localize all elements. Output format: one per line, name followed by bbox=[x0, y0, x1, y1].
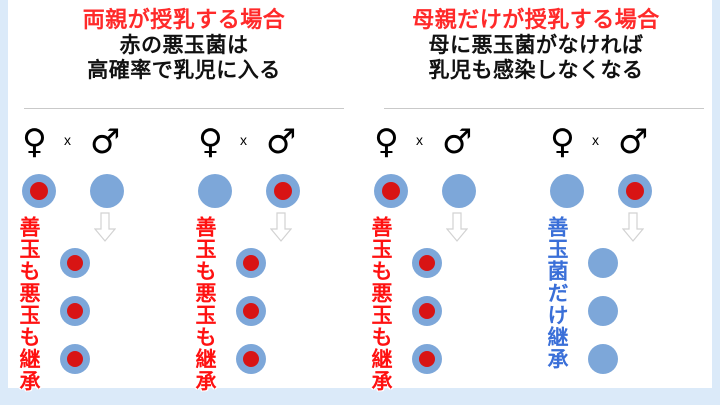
panel-both-parents-nursing: 両親が授乳する場合 赤の悪玉菌は 高確率で乳児に入る ♀ x ♂ bbox=[8, 0, 360, 392]
offspring-bacteria-cell bbox=[588, 248, 618, 278]
cross-column-father-bad-only: ♀ x ♂ bbox=[536, 120, 712, 388]
down-arrow-icon bbox=[270, 212, 292, 242]
cross-column-mother-bad-only: ♀ x ♂ bbox=[360, 120, 536, 392]
mother-bacteria-cell bbox=[198, 174, 232, 208]
down-arrow-icon bbox=[622, 212, 644, 242]
offspring-bacteria-cell bbox=[60, 248, 90, 278]
male-symbol-icon: ♂ bbox=[618, 122, 649, 162]
parent-symbol-row: ♀ x ♂ bbox=[536, 122, 712, 166]
bad-bacteria-nucleus bbox=[243, 303, 259, 319]
offspring-bacteria-cell bbox=[412, 344, 442, 374]
panel-title-sub-line2: 高確率で乳児に入る bbox=[87, 59, 281, 82]
cross-symbol: x bbox=[240, 132, 247, 148]
mother-bacteria-cell bbox=[22, 174, 56, 208]
male-symbol-icon: ♂ bbox=[266, 122, 297, 162]
panel-title-main: 両親が授乳する場合 bbox=[82, 7, 286, 32]
panel-title-sub-line1: 母に悪玉菌がなければ bbox=[428, 34, 644, 57]
offspring-bacteria-cell bbox=[236, 344, 266, 374]
panel-mother-only-nursing: 母親だけが授乳する場合 母に悪玉菌がなければ 乳児も感染しなくなる ♀ x ♂ bbox=[360, 0, 712, 392]
down-arrow-icon bbox=[94, 212, 116, 242]
cross-column-father-bad: ♀ x ♂ bbox=[184, 120, 360, 392]
inheritance-caption: 善玉菌だけ継承 bbox=[545, 216, 569, 370]
female-symbol-icon: ♀ bbox=[374, 122, 399, 162]
cross-symbol: x bbox=[416, 132, 423, 148]
father-bacteria-cell bbox=[442, 174, 476, 208]
inheritance-caption: 善玉も悪玉も継承 bbox=[17, 216, 41, 392]
father-bacteria-cell bbox=[266, 174, 300, 208]
father-bacteria-cell bbox=[618, 174, 652, 208]
bad-bacteria-nucleus bbox=[382, 182, 400, 200]
female-symbol-icon: ♀ bbox=[198, 122, 223, 162]
bad-bacteria-nucleus bbox=[67, 351, 83, 367]
panel-title-block: 両親が授乳する場合 赤の悪玉菌は 高確率で乳児に入る bbox=[8, 6, 360, 83]
mother-bacteria-cell bbox=[550, 174, 584, 208]
panel-title-main: 母親だけが授乳する場合 bbox=[412, 7, 660, 32]
content-card: 両親が授乳する場合 赤の悪玉菌は 高確率で乳児に入る ♀ x ♂ bbox=[8, 0, 712, 392]
parent-symbol-row: ♀ x ♂ bbox=[8, 122, 184, 166]
inheritance-caption: 善玉も悪玉も継承 bbox=[369, 216, 393, 392]
cross-symbol: x bbox=[64, 132, 71, 148]
offspring-bacteria-cell bbox=[236, 296, 266, 326]
father-bacteria-cell bbox=[90, 174, 124, 208]
parent-symbol-row: ♀ x ♂ bbox=[360, 122, 536, 166]
mother-bacteria-cell bbox=[374, 174, 408, 208]
bad-bacteria-nucleus bbox=[419, 255, 435, 271]
panel-title-sub-line1: 赤の悪玉菌は bbox=[119, 34, 249, 57]
cross-symbol: x bbox=[592, 132, 599, 148]
bad-bacteria-nucleus bbox=[30, 182, 48, 200]
title-divider bbox=[24, 108, 344, 109]
offspring-bacteria-cell bbox=[60, 296, 90, 326]
bad-bacteria-nucleus bbox=[67, 255, 83, 271]
bad-bacteria-nucleus bbox=[419, 351, 435, 367]
female-symbol-icon: ♀ bbox=[22, 122, 47, 162]
offspring-bacteria-cell bbox=[60, 344, 90, 374]
female-symbol-icon: ♀ bbox=[550, 122, 575, 162]
offspring-bacteria-cell bbox=[236, 248, 266, 278]
parent-symbol-row: ♀ x ♂ bbox=[184, 122, 360, 166]
bad-bacteria-nucleus bbox=[626, 182, 644, 200]
offspring-bacteria-cell bbox=[588, 344, 618, 374]
bad-bacteria-nucleus bbox=[419, 303, 435, 319]
cross-column-mother-bad: ♀ x ♂ bbox=[8, 120, 184, 392]
male-symbol-icon: ♂ bbox=[442, 122, 473, 162]
bad-bacteria-nucleus bbox=[243, 351, 259, 367]
bad-bacteria-nucleus bbox=[274, 182, 292, 200]
offspring-bacteria-cell bbox=[588, 296, 618, 326]
inheritance-caption: 善玉も悪玉も継承 bbox=[193, 216, 217, 392]
bad-bacteria-nucleus bbox=[67, 303, 83, 319]
bad-bacteria-nucleus bbox=[243, 255, 259, 271]
panel-title-sub-line2: 乳児も感染しなくなる bbox=[428, 59, 644, 82]
offspring-bacteria-cell bbox=[412, 296, 442, 326]
male-symbol-icon: ♂ bbox=[90, 122, 121, 162]
offspring-bacteria-cell bbox=[412, 248, 442, 278]
down-arrow-icon bbox=[446, 212, 468, 242]
title-divider bbox=[384, 108, 704, 109]
panel-title-block: 母親だけが授乳する場合 母に悪玉菌がなければ 乳児も感染しなくなる bbox=[360, 6, 712, 83]
